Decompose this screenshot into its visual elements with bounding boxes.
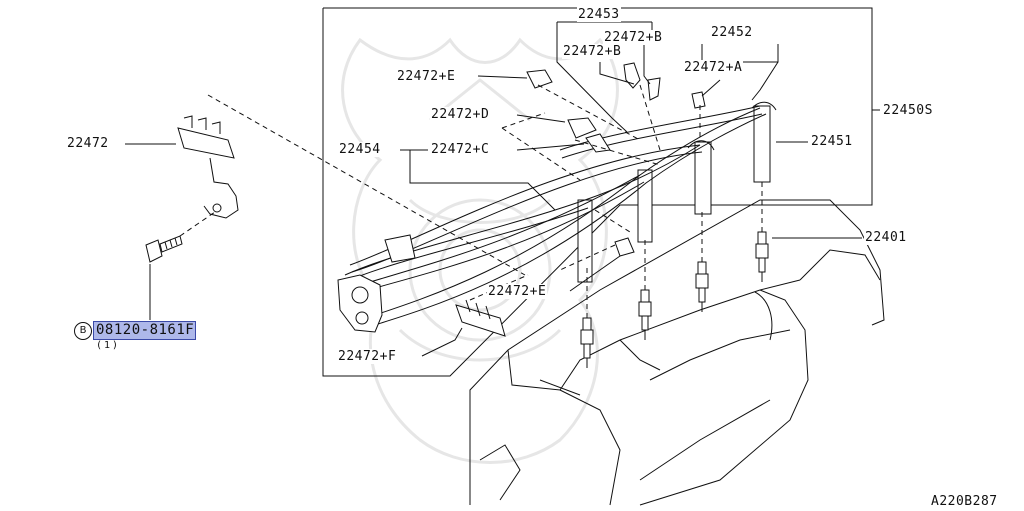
- label-22472A: 22472+A: [683, 60, 744, 75]
- projection-lines: [179, 84, 763, 318]
- coil-pack: [337, 234, 416, 333]
- label-22450S: 22450S: [883, 103, 933, 118]
- bracket-22472: [177, 115, 239, 219]
- boot: [694, 141, 712, 215]
- label-22472E-bot: 22472+E: [487, 284, 548, 299]
- spark-plugs: [580, 231, 769, 368]
- label-22453: 22453: [577, 7, 621, 22]
- label-22452: 22452: [710, 25, 754, 40]
- spark-plug: [755, 231, 769, 282]
- label-08120-8161F[interactable]: 08120-8161F: [96, 322, 195, 338]
- label-22472B-mid: 22472+B: [562, 44, 623, 59]
- clamp-d: [567, 117, 597, 139]
- assembly-frame: [322, 7, 880, 377]
- plug-boots: [577, 101, 777, 283]
- part-number-highlight[interactable]: [93, 321, 196, 340]
- spark-plug: [638, 289, 652, 340]
- spark-plug: [580, 317, 594, 368]
- clamp-a: [691, 91, 706, 109]
- bolt-reference-symbol: B: [74, 322, 92, 340]
- clamp-f: [455, 304, 506, 337]
- label-22472F: 22472+F: [337, 349, 398, 364]
- label-22401: 22401: [864, 230, 908, 245]
- ignition-wires: [344, 105, 767, 329]
- drawing-code: A220B287: [931, 494, 998, 509]
- engine-head-outline: [469, 199, 885, 506]
- clamp-e-bot: [614, 237, 635, 257]
- label-22472C: 22472+C: [430, 142, 491, 157]
- label-22472B-top: 22472+B: [603, 30, 664, 45]
- label-22472E-top: 22472+E: [396, 69, 457, 84]
- label-22472D: 22472+D: [430, 107, 491, 122]
- clamp-e-top: [526, 69, 553, 89]
- leader-lines: [125, 21, 862, 357]
- clamp-b: [623, 62, 641, 89]
- wire-clamps: [455, 62, 706, 337]
- bolt-quantity: (1): [96, 340, 121, 351]
- spark-plug: [695, 261, 709, 312]
- label-22472: 22472: [67, 136, 109, 151]
- boot: [753, 105, 771, 183]
- bolt-08120: [145, 235, 183, 263]
- label-22451: 22451: [810, 134, 854, 149]
- clamp-b2: [647, 77, 661, 101]
- label-22454: 22454: [338, 142, 382, 157]
